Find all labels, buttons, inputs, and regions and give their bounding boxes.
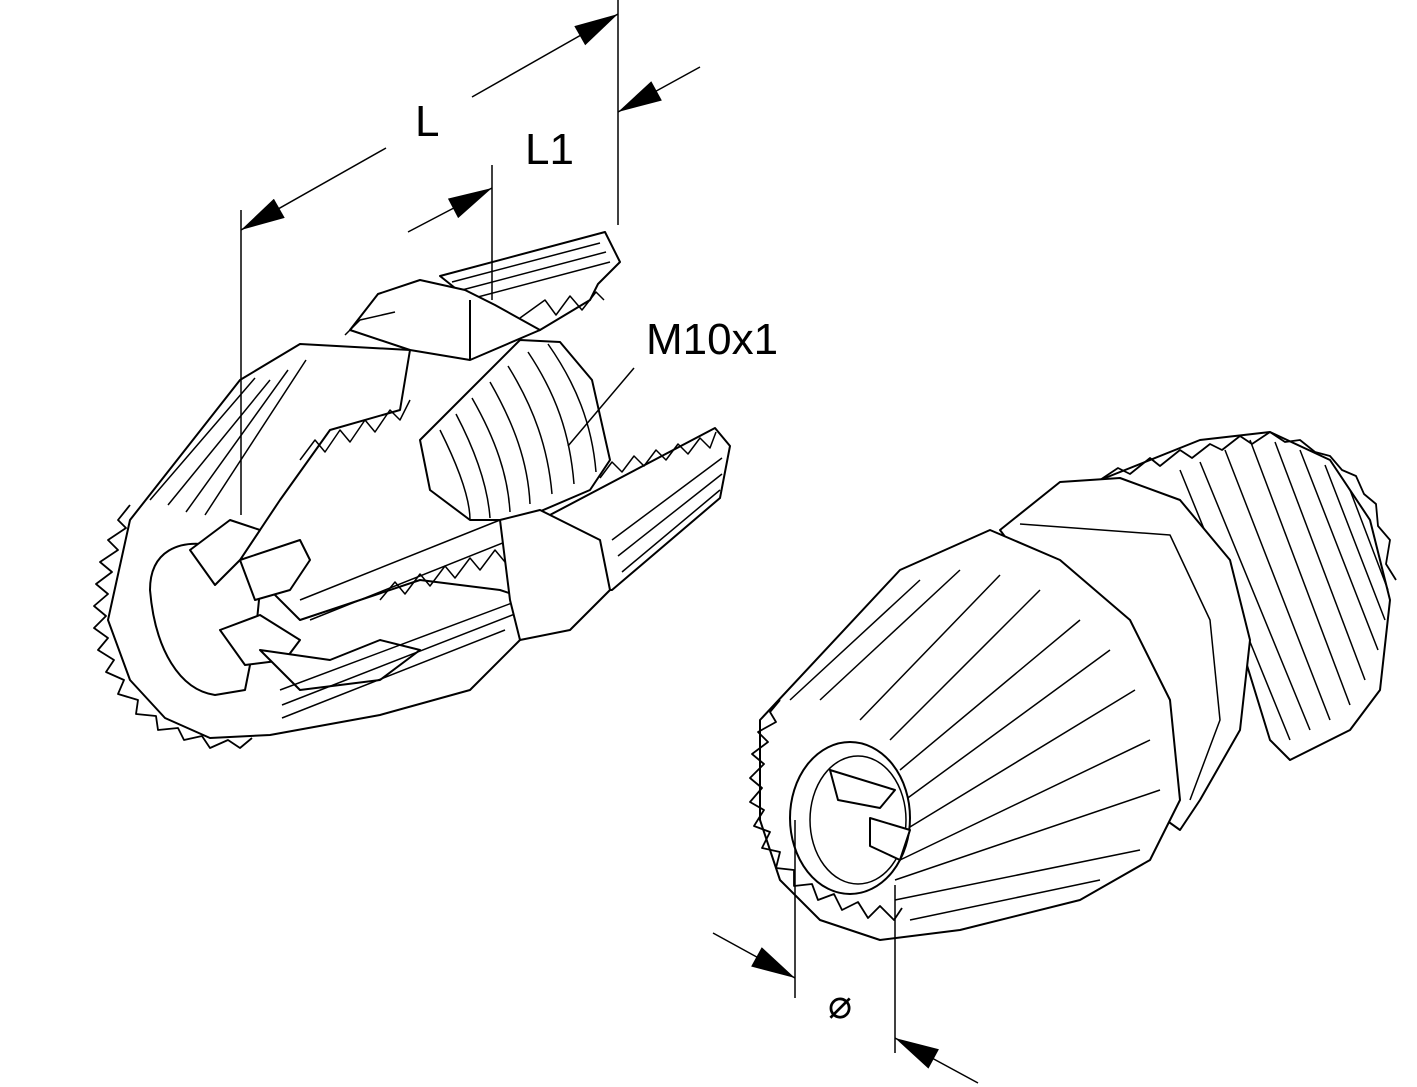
rear-knurl-edge	[1099, 431, 1397, 581]
rear-knurl-lines	[1179, 439, 1389, 741]
hex-ring	[349, 279, 541, 361]
front-face-serration	[749, 699, 903, 921]
front-serration	[93, 504, 253, 749]
dim-dia-arrow-right	[894, 1037, 979, 1084]
thread-label: M10x1	[646, 315, 779, 364]
cutaway-cable-gland	[93, 231, 731, 749]
diameter-label: ⌀	[828, 983, 853, 1027]
insert-thread-lines	[439, 343, 597, 521]
cone-cut-teeth-upper	[299, 399, 411, 461]
clamp-fingers	[189, 519, 421, 691]
dim-L-arrow-right	[471, 13, 619, 98]
threaded-insert	[419, 339, 611, 521]
assembled-cable-gland	[749, 431, 1397, 941]
seal-slot-upper	[829, 769, 896, 809]
dim-L-arrow-left	[240, 147, 387, 231]
thread-leader	[567, 367, 635, 447]
dimension-lines	[240, 0, 979, 1084]
rear-thread-ridges-upper	[451, 242, 611, 319]
dim-dia-arrow-left	[712, 932, 796, 979]
cone-ribs	[149, 359, 521, 719]
dimension-label-L: L	[415, 97, 440, 146]
dim-L1-arrow-right	[617, 66, 701, 113]
collar-ring-lower	[499, 509, 611, 641]
cone-cut-teeth-lower	[379, 539, 521, 601]
dim-L1-arrow-left	[407, 187, 493, 233]
seal-slot-lower	[869, 817, 911, 861]
front-cone-ribs	[789, 569, 1161, 921]
rear-thread-teeth-lower	[599, 431, 717, 479]
front-bore	[789, 741, 911, 895]
dimension-label-L1: L1	[525, 125, 574, 174]
